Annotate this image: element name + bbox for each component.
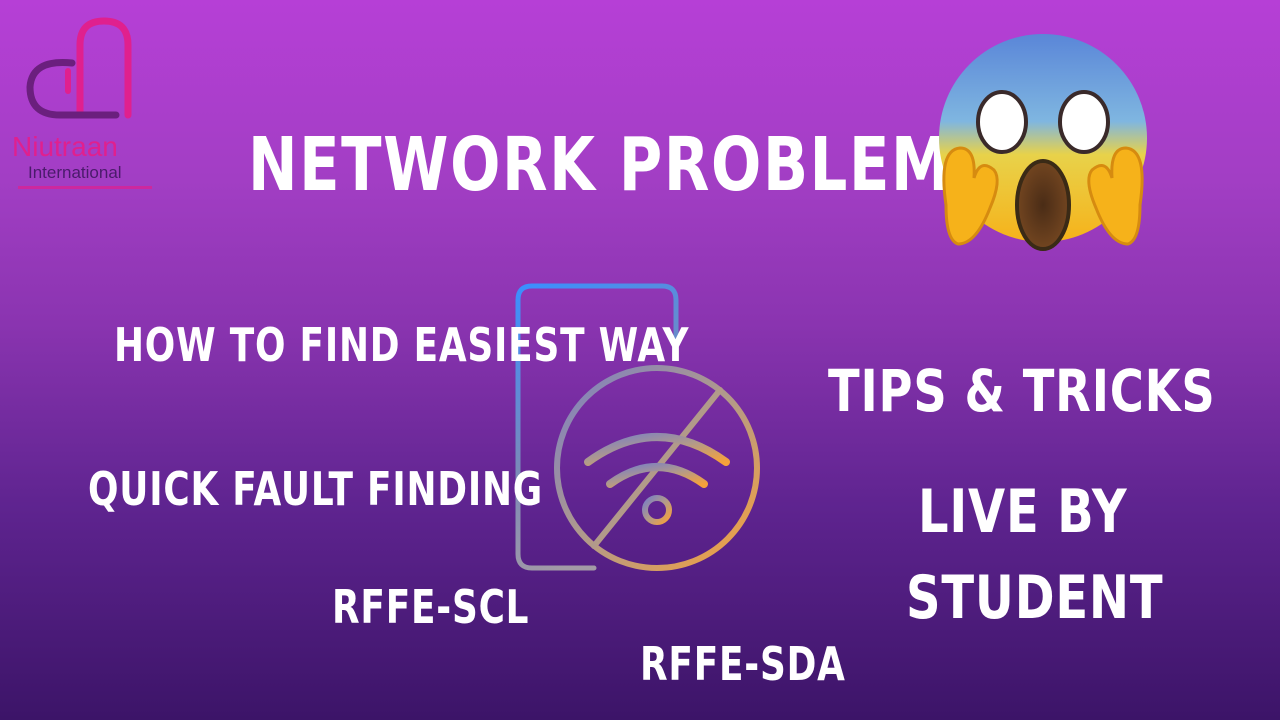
screaming-face-emoji-icon xyxy=(939,34,1147,251)
tips-tricks-label: TIPS & TRICKS xyxy=(828,357,1216,425)
logo-tagline-bar xyxy=(18,186,152,189)
rffe-scl-label: RFFE-SCL xyxy=(332,580,530,634)
phone-no-wifi-icon xyxy=(515,283,760,571)
headline: NETWORK PROBLEM xyxy=(248,122,952,208)
quick-fault-line: QUICK FAULT FINDING xyxy=(88,462,544,516)
rffe-sda-label: RFFE-SDA xyxy=(640,637,846,691)
how-to-find-line: HOW TO FIND EASIEST WAY xyxy=(114,318,690,372)
live-by-label: LIVE BY xyxy=(918,477,1128,547)
logo-subtitle: International xyxy=(28,163,122,182)
student-label: STUDENT xyxy=(906,563,1164,633)
logo-name: Niutraan xyxy=(12,131,118,162)
heart-logo-icon xyxy=(26,17,132,119)
